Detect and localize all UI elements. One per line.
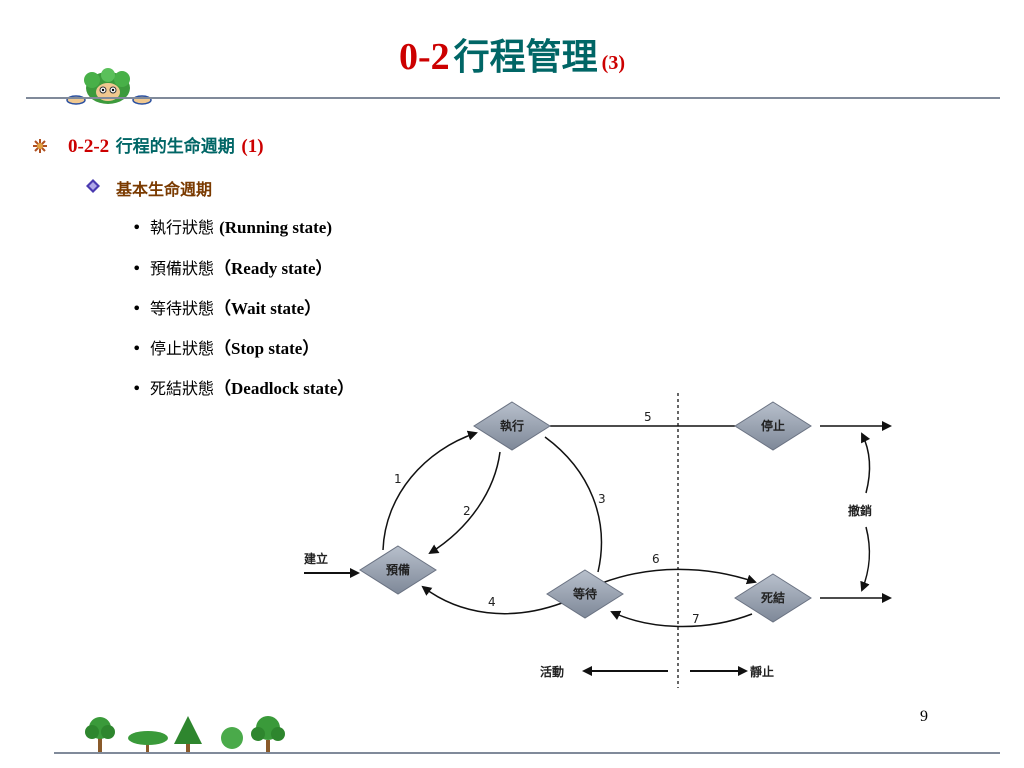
edge-1 bbox=[382, 430, 478, 551]
item-en: （Deadlock state） bbox=[214, 379, 355, 398]
item-en: （Wait state） bbox=[214, 299, 322, 318]
revoke-arrow-down bbox=[860, 526, 871, 592]
trees-decoration-icon bbox=[85, 716, 285, 752]
edge-6-label: 6 bbox=[652, 552, 660, 566]
star-bullet-icon bbox=[33, 139, 47, 153]
node-dead: 死結 bbox=[734, 573, 812, 623]
node-wait: 等待 bbox=[546, 569, 624, 619]
section-text: 行程的生命週期 bbox=[115, 137, 235, 157]
list-item: •執行狀態 (Running state) bbox=[132, 218, 332, 237]
active-label: 活動 bbox=[540, 664, 564, 679]
title-sub: (3) bbox=[601, 52, 625, 74]
item-zh: 停止狀態 bbox=[150, 339, 215, 358]
edge-4 bbox=[421, 585, 563, 615]
slide-title: 0-2 行程管理 (3) bbox=[0, 28, 1024, 80]
list-item: •預備狀態（Ready state） bbox=[132, 259, 333, 278]
footer-divider bbox=[54, 752, 1000, 754]
item-en: （Stop state） bbox=[214, 339, 320, 358]
node-run-label: 執行 bbox=[500, 418, 524, 433]
create-label: 建立 bbox=[303, 551, 328, 566]
list-item: •死結狀態（Deadlock state） bbox=[132, 379, 355, 398]
edge-3-label: 3 bbox=[598, 492, 606, 506]
static-label: 靜止 bbox=[750, 664, 774, 679]
edge-3 bbox=[544, 436, 603, 573]
node-dead-label: 死結 bbox=[761, 590, 785, 605]
title-divider bbox=[26, 97, 1000, 99]
item-zh: 預備狀態 bbox=[150, 259, 215, 278]
item-zh: 死結狀態 bbox=[150, 379, 215, 398]
list-item: •停止狀態（Stop state） bbox=[132, 339, 320, 358]
edge-6 bbox=[601, 568, 757, 585]
edge-5-label: 5 bbox=[644, 410, 652, 424]
revoke-arrow-up bbox=[861, 432, 871, 494]
edge-2 bbox=[428, 451, 501, 555]
node-stop-label: 停止 bbox=[761, 418, 785, 433]
page-number: 9 bbox=[920, 708, 928, 725]
item-en: （Ready state） bbox=[214, 259, 333, 278]
node-run: 執行 bbox=[473, 401, 551, 451]
edge-2-label: 2 bbox=[463, 504, 471, 518]
item-zh: 執行狀態 bbox=[150, 218, 215, 237]
node-wait-label: 等待 bbox=[572, 586, 597, 601]
section-heading: 0-2-2 行程的生命週期 (1) bbox=[68, 132, 264, 158]
list-item: •等待狀態（Wait state） bbox=[132, 299, 322, 318]
edge-7-label: 7 bbox=[692, 612, 700, 626]
node-stop: 停止 bbox=[734, 401, 812, 451]
section-number: 0-2-2 bbox=[68, 136, 110, 157]
diamond-bullet-icon bbox=[86, 179, 100, 193]
node-ready-label: 預備 bbox=[386, 562, 410, 577]
item-zh: 等待狀態 bbox=[150, 299, 215, 318]
title-number: 0-2 bbox=[399, 36, 450, 78]
edge-7 bbox=[610, 610, 753, 628]
section-sub: (1) bbox=[241, 136, 264, 157]
revoke-label: 撤銷 bbox=[848, 503, 872, 518]
edge-4-label: 4 bbox=[488, 595, 496, 609]
item-en: (Running state) bbox=[219, 218, 332, 237]
node-ready: 預備 bbox=[359, 545, 437, 595]
edge-1-label: 1 bbox=[394, 472, 402, 486]
title-text: 行程管理 bbox=[453, 36, 598, 78]
subsection-heading: 基本生命週期 bbox=[116, 180, 213, 199]
